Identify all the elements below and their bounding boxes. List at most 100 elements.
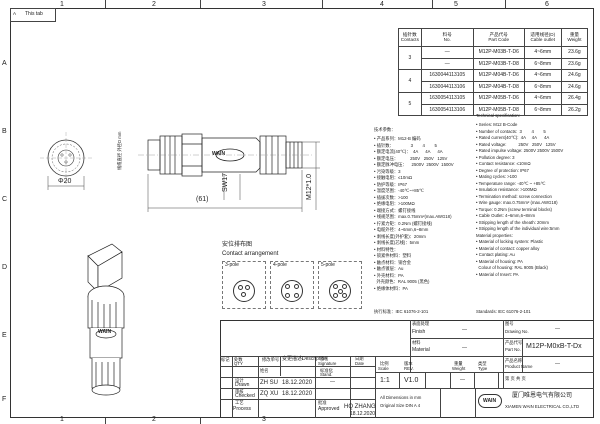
spec-cn-line: • 绝缘体材料：PA bbox=[374, 285, 408, 291]
finish-value: — bbox=[462, 327, 467, 333]
spec-cn-line: • 额定脉冲电压： 2500V 2500V 1500V bbox=[374, 162, 454, 167]
product-value: — bbox=[555, 361, 560, 367]
spec-cn-line: • 触点材料：铜合金 bbox=[374, 259, 412, 265]
spec-cn-line: • 线规范围：max.0.75mm²(max.AWG18) bbox=[374, 214, 452, 219]
drawing-value: — bbox=[555, 326, 560, 332]
corner-small: A bbox=[13, 11, 17, 16]
spec-en-line: • Torque: 0.2Nm (screw terminal blocks) bbox=[476, 206, 552, 212]
corner-tab: A This tab bbox=[10, 8, 56, 22]
spec-en-line: • Contact resistance: ≤10mΩ bbox=[476, 161, 531, 166]
pole-label-3: 3-pole bbox=[225, 262, 239, 268]
spec-en-line: • Material of Insert: PA bbox=[476, 271, 519, 277]
dims-note-1: All Dimensions in mm bbox=[380, 395, 422, 400]
checked-date: 18.12.2020 bbox=[282, 391, 313, 397]
connector-iso-view bbox=[87, 243, 125, 396]
change-cn: 变更描述/ bbox=[282, 356, 304, 362]
spec-cn-std: 执行标准：IEC 61076-2-101 bbox=[374, 309, 429, 314]
pole-label-5: 5-pole bbox=[321, 262, 335, 268]
product-label-cn: 产品名称 bbox=[505, 358, 523, 363]
material-label-cn: 材料 bbox=[412, 340, 421, 345]
product-label-en: Product Name bbox=[505, 364, 533, 369]
weight-en: Weight bbox=[452, 366, 466, 371]
approved-cn: 批准 bbox=[318, 400, 327, 405]
version-value: V1.0 bbox=[404, 377, 419, 384]
drawn-en: Drawn bbox=[235, 382, 250, 388]
finish-label-en: Finish bbox=[412, 329, 426, 335]
stand-cn: 标准化 bbox=[320, 368, 333, 373]
part-value: M12P-M0xB-T-Dx bbox=[526, 343, 582, 350]
col-5: 5 bbox=[454, 1, 458, 8]
spec-en-line: • Insulation resistance: >100MΩ bbox=[476, 187, 537, 192]
pole-box-3: 3-pole bbox=[222, 261, 266, 309]
spec-cn-line: • 防护等级：IP67 bbox=[374, 181, 408, 187]
checked-name: ZQ XU bbox=[260, 391, 279, 397]
spec-en-std: Standards: IEC 61076-2-101 bbox=[476, 309, 531, 314]
dim-m12: M12*1.0 bbox=[306, 173, 313, 200]
date-en: Date bbox=[355, 361, 365, 366]
spec-en-line: • Wire gauge: max.0.75mm² (max.AWG18) bbox=[476, 200, 558, 205]
spec-cn-line: 外壳颜色：RAL 9005 (黑色) bbox=[374, 279, 430, 284]
dim-sw17: SW17 bbox=[222, 172, 229, 192]
spec-en-line: Colour of housing: RAL 9005 (Black) bbox=[476, 265, 548, 270]
qty-cn: 处数 bbox=[234, 357, 243, 362]
col-1: 1 bbox=[60, 1, 64, 8]
spec-cn-line: • 电缆外径：4~6mm,6~8mm bbox=[374, 227, 429, 232]
spec-en-line: • Mating cycles: >100 bbox=[476, 174, 517, 179]
spec-cn-line: • 插针数： 3 4 5 bbox=[374, 142, 437, 148]
contact-title-cn: 安位排布图 bbox=[222, 242, 253, 248]
rev-cn: 修改单号 bbox=[262, 357, 280, 362]
spec-cn-line: • 额定电压： 250V 250V 125V bbox=[374, 155, 448, 161]
dim-length-61: (61) bbox=[196, 196, 209, 203]
name-cn: 姓名 bbox=[260, 368, 269, 373]
drawing-label-en: Drawing No. bbox=[505, 329, 529, 334]
col-2: 2 bbox=[152, 1, 156, 8]
qty-en: QTY bbox=[234, 361, 243, 366]
sign-en: Signature bbox=[318, 361, 337, 366]
drawn-cn: 设计 bbox=[235, 378, 244, 383]
spec-cn-line: • 绝缘电阻：>100MΩ bbox=[374, 201, 415, 206]
side-note: 线缆直径 外径D mm bbox=[117, 131, 122, 170]
weight-value: — bbox=[460, 377, 465, 383]
spec-cn-line: • 剥线长度(芯线)：5mm bbox=[374, 240, 420, 245]
col-4: 4 bbox=[380, 1, 384, 8]
spec-en-line: • Termination method: screw connection bbox=[476, 193, 552, 199]
spec-en-line: • Degree of protection: IP67 bbox=[476, 167, 529, 173]
drawn-date: 18.12.2020 bbox=[282, 380, 313, 386]
drawn-name: ZH SU bbox=[260, 380, 278, 386]
row-c: C bbox=[2, 196, 8, 203]
part-label-en: Part No. bbox=[505, 347, 521, 352]
scale-en: Scale bbox=[378, 366, 389, 371]
col-1-bottom: 1 bbox=[60, 416, 64, 423]
brand-logo-side: WAIN bbox=[212, 151, 226, 157]
spec-cn-line: • 额定电流(40℃)： 4A 4A 4A bbox=[374, 149, 443, 154]
approved-name: HQ ZHANG bbox=[344, 404, 376, 410]
spec-cn-title: 技术参数： bbox=[374, 127, 396, 132]
spec-en-line: • Material of locking system: Plastic bbox=[476, 239, 544, 244]
company-logo-icon: WAIN bbox=[478, 394, 502, 408]
brand-logo-iso: WAIN bbox=[98, 329, 112, 335]
part-label-cn: 产品代号 bbox=[505, 340, 523, 345]
process-en: Process bbox=[233, 406, 252, 412]
pole-label-4: 4-pole bbox=[273, 262, 287, 268]
spec-cn-line: • 触点镀层：Au bbox=[374, 266, 404, 271]
spec-en-line: • Series: M12 B-Code bbox=[476, 122, 518, 127]
scale-cn: 比例 bbox=[380, 361, 389, 366]
spec-cn-line: • 锁紧件材料：塑料 bbox=[374, 253, 412, 258]
contact-title-en: Contact arrangement bbox=[222, 251, 279, 257]
row-a: A bbox=[2, 60, 7, 67]
drawn-stand: — bbox=[330, 379, 335, 385]
corner-label: This tab bbox=[25, 11, 43, 17]
type-cn: 类型 bbox=[478, 361, 487, 366]
spec-en-line: • Rated voltage: 250V 250V 125V bbox=[476, 141, 556, 147]
spec-en-line: • Rated impulse voltage: 2500V 2500V 150… bbox=[476, 148, 564, 153]
spec-en-line: • Pollution degree: 3 bbox=[476, 154, 515, 160]
col-3: 3 bbox=[262, 1, 266, 8]
finish-label-cn: 表面处理 bbox=[412, 321, 430, 326]
stand-en: Stand. bbox=[320, 372, 333, 377]
